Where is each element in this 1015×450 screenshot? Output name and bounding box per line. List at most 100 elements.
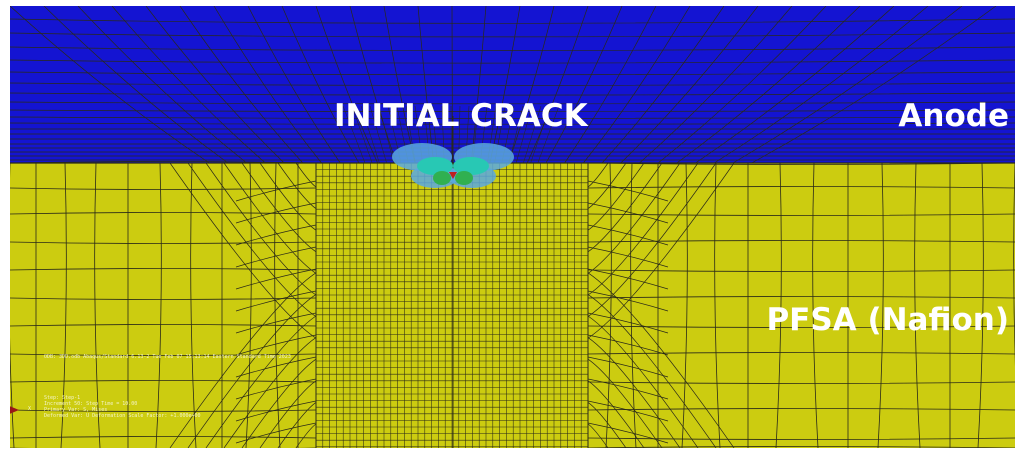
axis-triad [10,406,19,414]
membrane-mesh-line [223,162,317,274]
legend-header: ODB: 3DD.odb Abaqus/Standard 6.13-2 Tue … [44,354,291,360]
anode-mesh-line [751,6,997,164]
anode-mesh-line [545,6,623,164]
membrane-mesh-line [223,337,317,448]
legend-step: Step: Step-1 [44,395,81,401]
membrane-mesh-line [587,325,1015,328]
membrane-mesh-line [587,378,669,400]
anode-mesh-line [351,105,373,164]
membrane-mesh-line [169,162,317,339]
membrane-mesh-line [587,224,669,246]
anode-mesh-line [378,105,395,164]
triad-x-arrow [10,406,19,414]
anode-mesh-line [657,6,827,164]
anode-mesh-line [639,6,793,164]
membrane-mesh-line [587,290,669,312]
anode-mesh-line [10,18,1015,24]
anode-mesh-line [530,105,551,164]
membrane-mesh-line [587,352,1015,355]
fe-mesh-plot [10,6,1015,448]
anode-mesh-line [10,32,1015,38]
membrane-mesh-line [587,294,717,448]
membrane-mesh-line [245,162,252,448]
membrane-mesh-line [10,353,317,356]
anode-mesh-line [676,6,861,164]
anode-mesh-line [10,116,1015,119]
membrane-mesh-line [587,334,669,356]
legend-primary-var: Primary Var: S, Mises [44,407,108,413]
membrane-mesh-line [235,290,317,312]
anode-mesh-line [247,6,341,164]
membrane-mesh-line [187,162,317,317]
initial-crack-label: INITIAL CRACK [334,98,588,134]
fe-mesh-viewport: INITIAL CRACK Anode PFSA (Nafion) ODB: 3… [10,6,1015,448]
anode-mesh-line [349,6,397,164]
membrane-mesh-line [587,296,1015,299]
anode-mesh-line [179,6,304,164]
membrane-mesh-line [1013,162,1015,367]
membrane-mesh-line [714,162,721,448]
stress-lobe-right-mid [453,157,489,175]
membrane-mesh-line [587,358,663,448]
membrane-mesh-line [587,180,669,202]
anode-mesh-line [315,6,378,164]
membrane-mesh-line [587,162,663,253]
membrane-mesh-line [277,402,317,448]
anode-mesh-line [145,6,285,164]
anode-mesh-line [714,6,929,164]
membrane-mesh-line [587,186,1015,189]
membrane-mesh-line [587,162,699,296]
membrane-mesh-line [587,381,1015,384]
membrane-mesh-line [295,162,317,188]
anode-mesh-line [10,71,1015,76]
membrane-mesh-line [587,162,609,188]
anode-mesh-line [523,105,542,164]
membrane-mesh-line [587,356,669,378]
membrane-mesh-line [587,162,717,317]
membrane-mesh-line [775,162,782,448]
membrane-mesh-line [10,409,317,412]
anode-mesh-line [10,59,1015,64]
membrane-mesh-line [877,162,884,448]
membrane-mesh-line [205,162,317,296]
membrane-mesh-line [10,324,317,327]
membrane-mesh-line [10,380,317,383]
anode-mesh-line [564,6,657,164]
legend-deformed-var: Deformed Var: U Deformation Scale Factor… [44,413,201,419]
membrane-mesh-line [274,162,281,448]
membrane-mesh-line [587,162,627,209]
membrane-mesh-line [10,436,317,439]
triad-x-label: X [28,406,32,412]
anode-mesh-line [10,82,1015,86]
membrane-mesh-line [587,400,669,422]
anode-mesh-line [526,6,589,164]
membrane-mesh-line [259,162,317,231]
membrane-mesh-line [277,162,317,209]
anode-mesh-line [342,105,366,164]
membrane-mesh-line [205,315,317,448]
anode-mesh-line [10,122,1015,125]
membrane-mesh-line [587,408,1015,411]
membrane-mesh-line [587,272,735,448]
anode-mesh-line [601,6,725,164]
membrane-mesh-line [235,378,317,400]
membrane-mesh-line [587,312,669,334]
anode-mesh-line [10,6,210,164]
membrane-mesh-line [914,162,921,448]
membrane-mesh-line [235,224,317,246]
membrane-mesh-line [587,437,1015,440]
membrane-mesh-line [587,213,1015,216]
membrane-mesh-line [587,162,645,231]
membrane-mesh-line [60,162,67,448]
membrane-mesh-line [587,202,669,224]
anode-mesh-line [537,105,560,164]
membrane-mesh-line [587,422,669,444]
anode-mesh-line [10,46,1015,51]
membrane-mesh-line [259,380,317,448]
membrane-mesh-line [587,162,681,274]
anode-mesh-line [360,105,380,164]
membrane-mesh-line [587,315,699,448]
anode-label: Anode [898,98,1009,134]
stress-lobe-left-mid [417,157,453,175]
membrane-mesh-line [10,268,317,271]
